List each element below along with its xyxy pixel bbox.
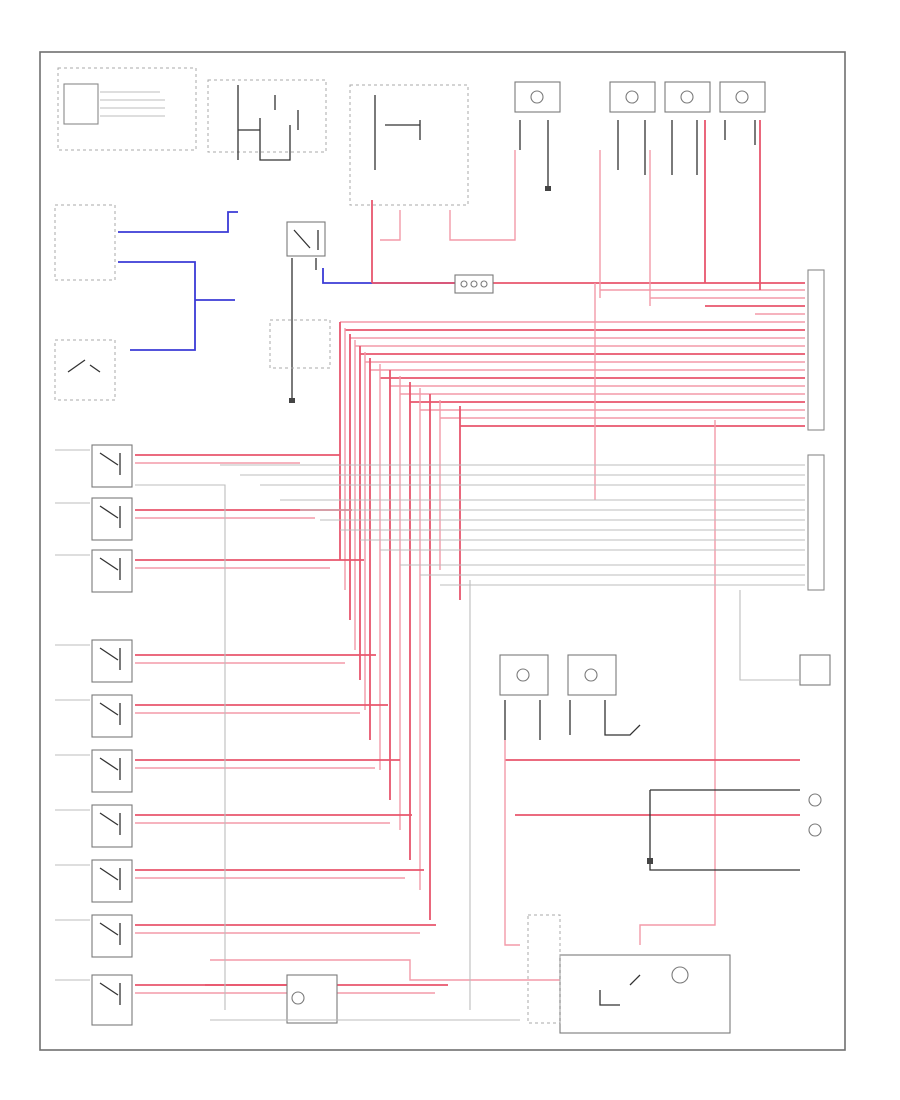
switch-component	[91, 749, 133, 793]
thin-wire	[739, 590, 800, 681]
switch-component	[91, 639, 133, 683]
power-drop-wire	[380, 210, 401, 241]
bottom-components	[286, 654, 831, 1034]
switch-contact	[99, 922, 121, 945]
switch-component	[91, 549, 133, 593]
switch-contact	[99, 647, 121, 670]
power-vertical-wire	[639, 420, 716, 945]
connector-block-right	[807, 269, 825, 591]
switch-contact	[99, 982, 121, 1005]
thin-wire	[135, 484, 226, 1010]
switch-contact	[99, 452, 121, 475]
switch-contact	[99, 505, 121, 528]
ground-wires-thin	[135, 464, 805, 1021]
switch-component	[91, 497, 133, 541]
switch-component	[91, 804, 133, 848]
relay-center	[269, 221, 331, 403]
power-feed-wire	[210, 959, 560, 981]
inline-connector-middle	[454, 274, 494, 294]
switch-contact	[99, 702, 121, 725]
switch-component	[91, 859, 133, 903]
diagram-frame	[39, 51, 846, 1051]
switch-component	[91, 444, 133, 488]
power-wires-red	[135, 120, 805, 994]
switch-component	[91, 914, 133, 958]
switch-group-left-top	[54, 204, 116, 401]
switch-contact	[99, 557, 121, 580]
fuse-block-top-left	[57, 67, 197, 151]
fuse-block-top-center	[207, 79, 469, 206]
lamp-group-top-right	[514, 81, 766, 191]
switch-component	[91, 694, 133, 738]
switch-contact	[99, 812, 121, 835]
power-vertical-wire	[504, 740, 520, 946]
switch-component	[91, 974, 133, 1026]
switch-contact	[99, 867, 121, 890]
switch-contact	[99, 757, 121, 780]
power-drop-wire	[449, 150, 516, 241]
left-switch-column	[55, 444, 133, 1026]
